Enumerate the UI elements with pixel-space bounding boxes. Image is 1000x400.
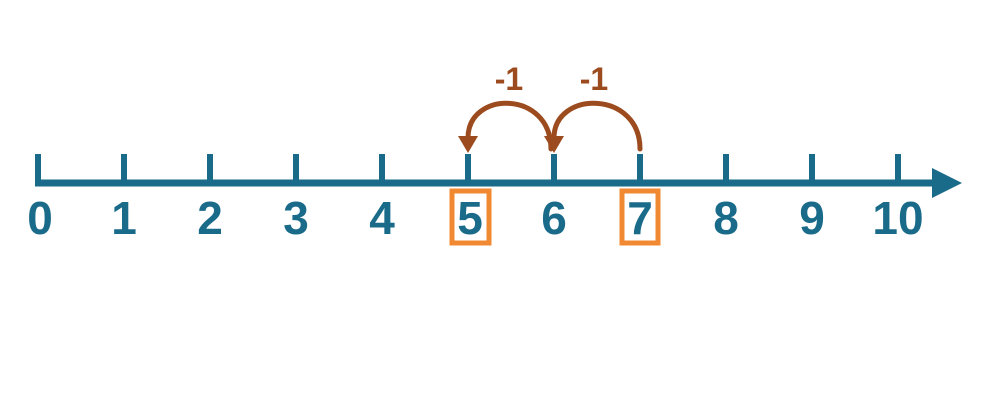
hop-label-6-to-5: -1 bbox=[495, 61, 523, 97]
tick-label-2: 2 bbox=[197, 192, 223, 244]
hop-label-7-to-6: -1 bbox=[580, 61, 608, 97]
highlight-box-5 bbox=[449, 188, 492, 246]
arrowhead-at-5-icon bbox=[458, 136, 478, 153]
tick-label-9: 9 bbox=[799, 192, 825, 244]
hop-arrow-6-to-5: -1 bbox=[458, 61, 554, 153]
tick-label-7: 7 bbox=[627, 192, 653, 244]
number-line-axis bbox=[35, 154, 962, 198]
tick-label-4: 4 bbox=[369, 192, 395, 244]
highlight-box-7 bbox=[619, 188, 661, 246]
tick-label-0: 0 bbox=[27, 192, 53, 244]
tick-label-3: 3 bbox=[283, 192, 309, 244]
axis-right-arrowhead bbox=[932, 168, 962, 198]
tick-label-6: 6 bbox=[541, 192, 567, 244]
tick-label-5: 5 bbox=[457, 192, 483, 244]
tick-labels: 0 1 2 3 4 5 6 7 8 9 10 bbox=[27, 192, 923, 244]
tick-label-10: 10 bbox=[872, 192, 923, 244]
hop-arrow-7-to-6: -1 bbox=[544, 61, 643, 153]
tick-label-1: 1 bbox=[111, 192, 137, 244]
hop-arc-6-to-5 bbox=[465, 100, 554, 152]
arrowhead-at-6-icon bbox=[544, 136, 564, 153]
hop-arc-7-to-6 bbox=[551, 100, 643, 152]
tick-label-8: 8 bbox=[713, 192, 739, 244]
